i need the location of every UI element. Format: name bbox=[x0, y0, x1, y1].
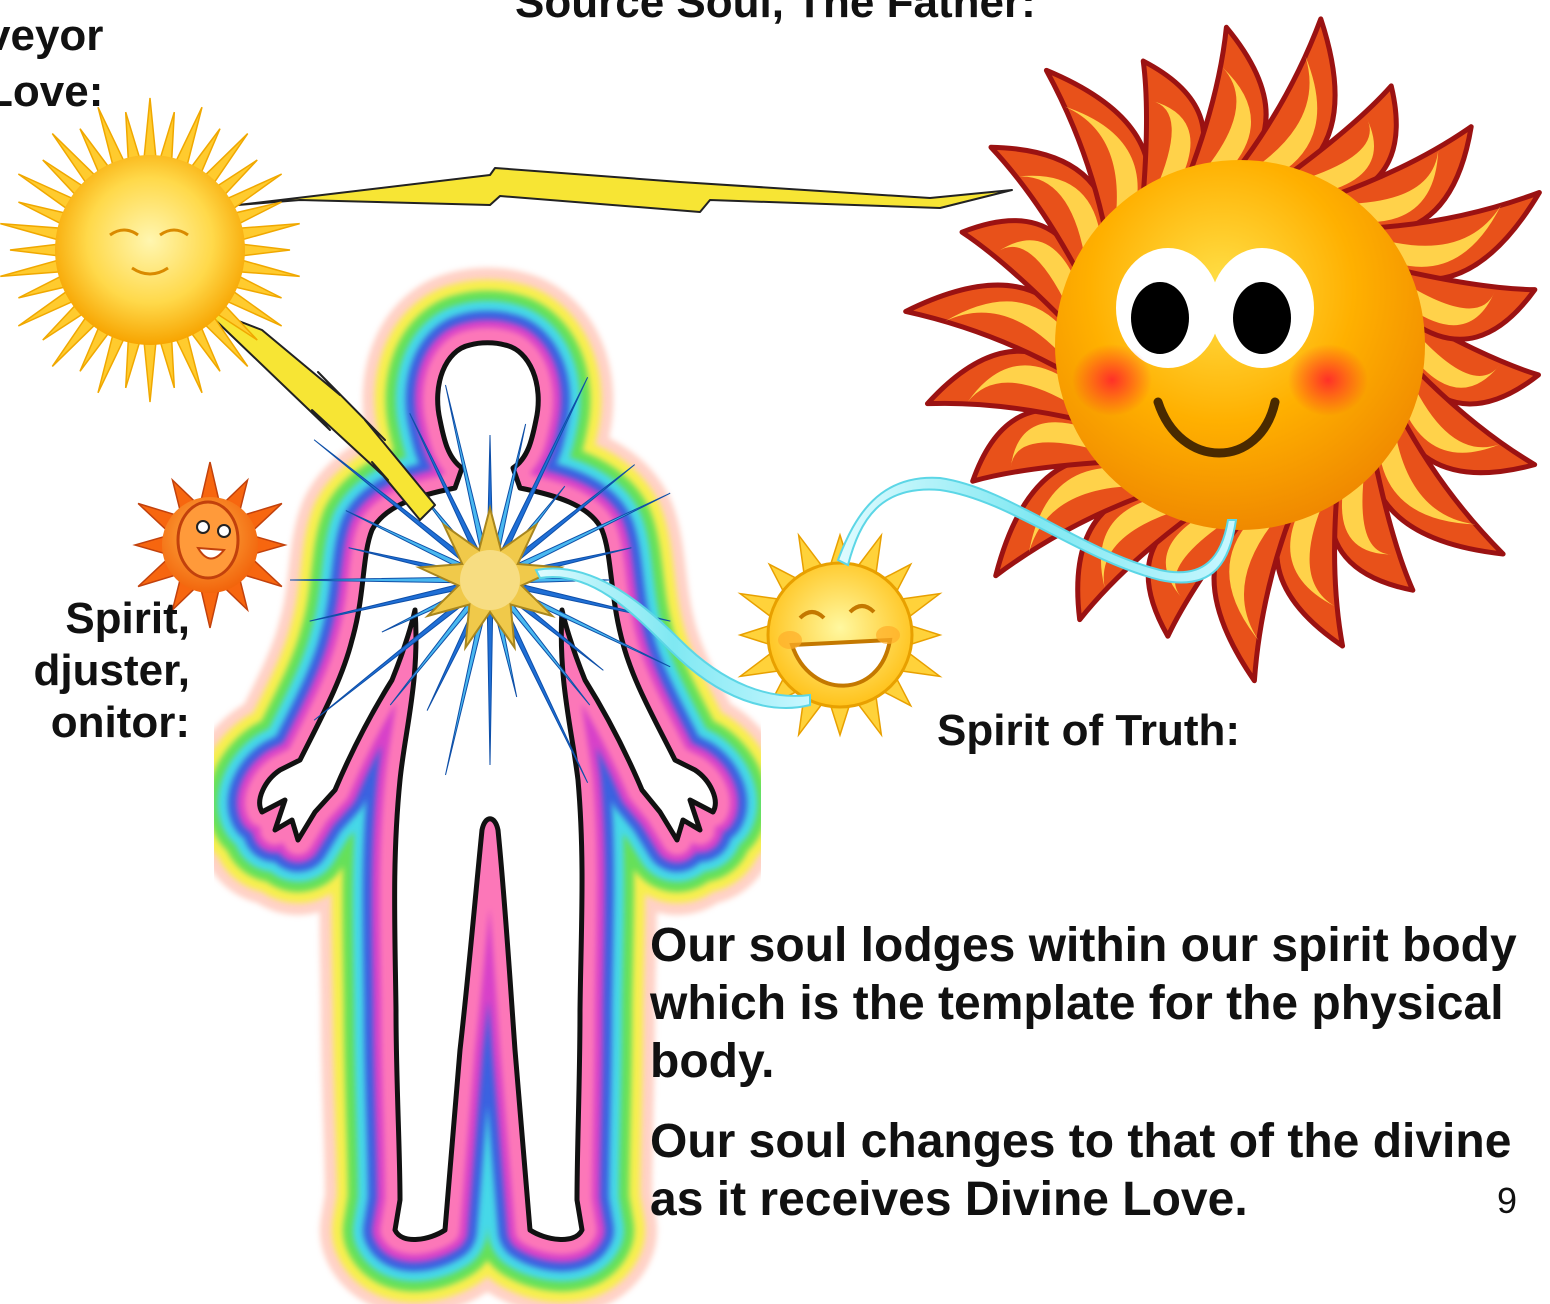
adjuster-label-line-1: Spirit, bbox=[0, 593, 190, 645]
body-paragraph-2: Our soul changes to that of the divine a… bbox=[650, 1113, 1530, 1229]
conveyor-label-line-2: Love: bbox=[0, 64, 103, 120]
adjuster-label: Spirit, djuster, onitor: bbox=[0, 593, 190, 749]
adjuster-label-line-3: onitor: bbox=[0, 697, 190, 749]
lightning-bolt-horizontal bbox=[238, 168, 1012, 212]
source-soul-label: Source Soul, The Father: bbox=[515, 0, 1036, 28]
body-paragraph-1: Our soul lodges within our spirit body w… bbox=[650, 917, 1530, 1091]
source-soul-sun-icon bbox=[906, 19, 1540, 681]
spirit-of-truth-label: Spirit of Truth: bbox=[937, 706, 1240, 756]
adjuster-label-line-2: djuster, bbox=[0, 645, 190, 697]
body-text: Our soul lodges within our spirit body w… bbox=[650, 917, 1530, 1251]
page-number: 9 bbox=[1497, 1180, 1517, 1222]
conveyor-label: veyor Love: bbox=[0, 8, 103, 120]
conveyor-label-line-1: veyor bbox=[0, 8, 103, 64]
